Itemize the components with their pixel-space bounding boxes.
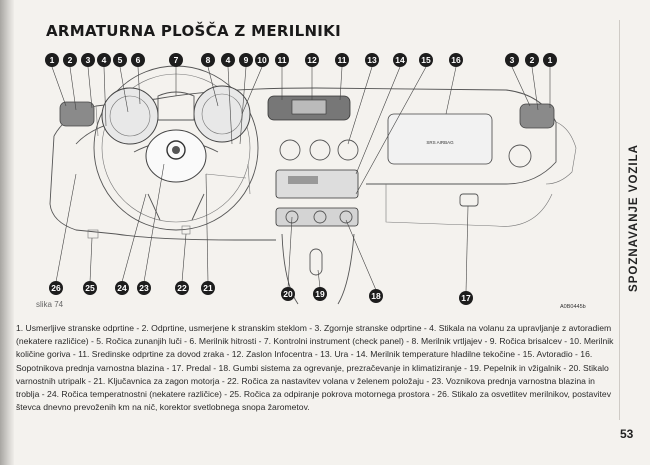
callout-badge: 11: [335, 53, 349, 67]
callout-badge: 21: [201, 281, 215, 295]
side-divider: [619, 20, 620, 420]
svg-text:7: 7: [174, 55, 179, 65]
callout-badge: 8: [201, 53, 215, 67]
svg-text:18: 18: [371, 291, 381, 301]
svg-text:3: 3: [86, 55, 91, 65]
callout-badge: 13: [365, 53, 379, 67]
page-number: 53: [620, 427, 634, 441]
svg-text:12: 12: [307, 55, 317, 65]
callout-badge: 22: [175, 281, 189, 295]
callout-badge: 17: [459, 291, 473, 305]
svg-text:23: 23: [139, 283, 149, 293]
callout-badge: 2: [525, 53, 539, 67]
svg-text:1: 1: [50, 55, 55, 65]
passenger-side: SRS AIRBAG: [385, 103, 555, 227]
svg-text:4: 4: [102, 55, 107, 65]
svg-text:10: 10: [257, 55, 267, 65]
callouts-top: 1 2 3 4 5 6 7 8 4 9 10 11 12 11 13 14 15…: [45, 53, 557, 67]
dashboard-diagram: SRS AIRBAG 1 2 3 4 5 6: [45, 53, 577, 305]
svg-text:15: 15: [421, 55, 431, 65]
callout-badge: 26: [49, 281, 63, 295]
svg-text:11: 11: [278, 55, 287, 65]
callout-badge: 14: [393, 53, 407, 67]
callout-badge: 5: [113, 53, 127, 67]
callout-badge: 16: [449, 53, 463, 67]
callout-badge: 11: [275, 53, 289, 67]
section-tab: SPOZNAVANJE VOZILA: [624, 20, 644, 415]
callout-badge: 19: [313, 287, 327, 301]
svg-text:19: 19: [315, 289, 325, 299]
callouts-bottom: 26 25 24 23 22 21 20 19 18 17: [49, 281, 473, 305]
callout-badge: 20: [281, 287, 295, 301]
callout-badge: 25: [83, 281, 97, 295]
svg-text:4: 4: [226, 55, 231, 65]
callout-badge: 12: [305, 53, 319, 67]
callout-badge: 6: [131, 53, 145, 67]
svg-text:16: 16: [451, 55, 461, 65]
figure-label: slika 74: [36, 300, 64, 309]
page-title: ARMATURNA PLOŠČA Z MERILNIKI: [46, 22, 341, 40]
callout-badge: 2: [63, 53, 77, 67]
callout-badge: 1: [543, 53, 557, 67]
callout-badge: 3: [505, 53, 519, 67]
callout-badge: 7: [169, 53, 183, 67]
svg-text:2: 2: [68, 55, 73, 65]
page-edge: [0, 0, 14, 465]
svg-text:2: 2: [530, 55, 535, 65]
svg-text:5: 5: [118, 55, 123, 65]
svg-text:8: 8: [206, 55, 211, 65]
image-code: A0B0445b: [560, 304, 586, 310]
lower-dash: [87, 163, 276, 241]
center-console: [267, 95, 359, 305]
callout-badge: 9: [239, 53, 253, 67]
svg-text:21: 21: [203, 283, 213, 293]
callout-badge: 10: [255, 53, 269, 67]
airbag-label: SRS AIRBAG: [426, 140, 454, 145]
callout-badge: 4: [97, 53, 111, 67]
svg-text:11: 11: [338, 55, 347, 65]
callout-badge: 4: [221, 53, 235, 67]
callout-badge: 24: [115, 281, 129, 295]
svg-text:22: 22: [177, 283, 187, 293]
svg-text:25: 25: [85, 283, 95, 293]
svg-text:6: 6: [136, 55, 141, 65]
callout-badge: 15: [419, 53, 433, 67]
callout-badge: 23: [137, 281, 151, 295]
instrument-cluster: [101, 85, 251, 145]
svg-text:3: 3: [510, 55, 515, 65]
callout-badge: 1: [45, 53, 59, 67]
svg-text:26: 26: [51, 283, 61, 293]
svg-text:24: 24: [117, 283, 127, 293]
callout-badge: 3: [81, 53, 95, 67]
figure-caption: 1. Usmerljive stranske odprtine - 2. Odp…: [16, 323, 614, 413]
svg-text:13: 13: [367, 55, 377, 65]
svg-text:17: 17: [461, 293, 471, 303]
svg-text:9: 9: [244, 55, 249, 65]
section-tab-label: SPOZNAVANJE VOZILA: [628, 143, 640, 292]
callout-badge: 18: [369, 289, 383, 303]
callout-leaders: [51, 66, 551, 293]
svg-text:20: 20: [283, 289, 293, 299]
svg-text:14: 14: [395, 55, 405, 65]
svg-text:1: 1: [548, 55, 553, 65]
